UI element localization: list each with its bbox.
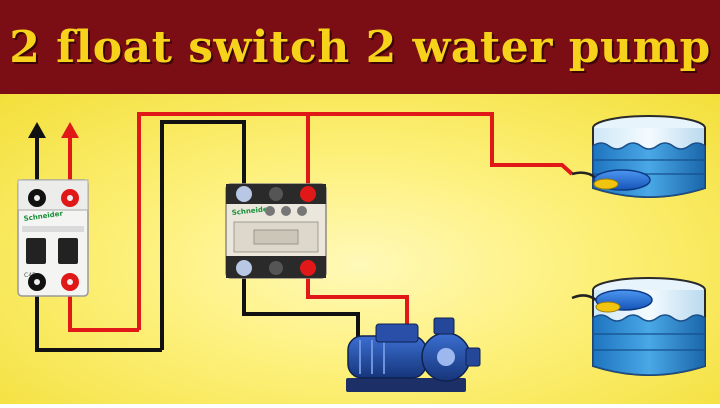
pump-terminal-box [375, 323, 419, 343]
contactor-terminal-a2 [300, 186, 316, 202]
page-title: 2 float switch 2 water pump [9, 21, 711, 73]
contactor-terminal-bottom-3 [300, 260, 316, 276]
pump-outlet [433, 317, 455, 335]
wiring-diagram: Schneider C45 Schneider [0, 94, 720, 404]
up-arrow-live [61, 122, 79, 138]
live-wire-to-float-top [137, 112, 574, 330]
circuit-breaker: Schneider C45 [17, 179, 89, 297]
breaker-toggle [58, 238, 78, 264]
lower-water-tank [571, 277, 706, 376]
contactor-terminal-top-2 [269, 187, 283, 201]
water-pump [346, 317, 481, 392]
contactor-terminal-a1 [236, 186, 252, 202]
upper-water-tank [571, 115, 706, 198]
live-wire-to-pump [306, 272, 409, 338]
neutral-wire-to-contactor-top [160, 120, 246, 350]
lower-float-switch [571, 289, 653, 313]
neutral-wire-to-pump [242, 272, 360, 338]
neutral-wires [28, 120, 360, 352]
contactor: Schneider [225, 183, 327, 279]
breaker-toggle [26, 238, 46, 264]
up-arrow-neutral [28, 122, 46, 138]
neutral-wire-breaker-bottom [35, 282, 162, 352]
diagram-svg: Schneider C45 Schneider [17, 112, 706, 392]
pump-inlet [465, 347, 481, 367]
contactor-terminal-bottom-2 [269, 261, 283, 275]
upper-float-switch [571, 169, 651, 191]
contactor-terminal-bottom-1 [236, 260, 252, 276]
live-wire-breaker-bottom [68, 282, 139, 332]
title-banner: 2 float switch 2 water pump [0, 0, 720, 94]
breaker-model-label: C45 [24, 272, 36, 279]
live-wires [61, 112, 574, 338]
